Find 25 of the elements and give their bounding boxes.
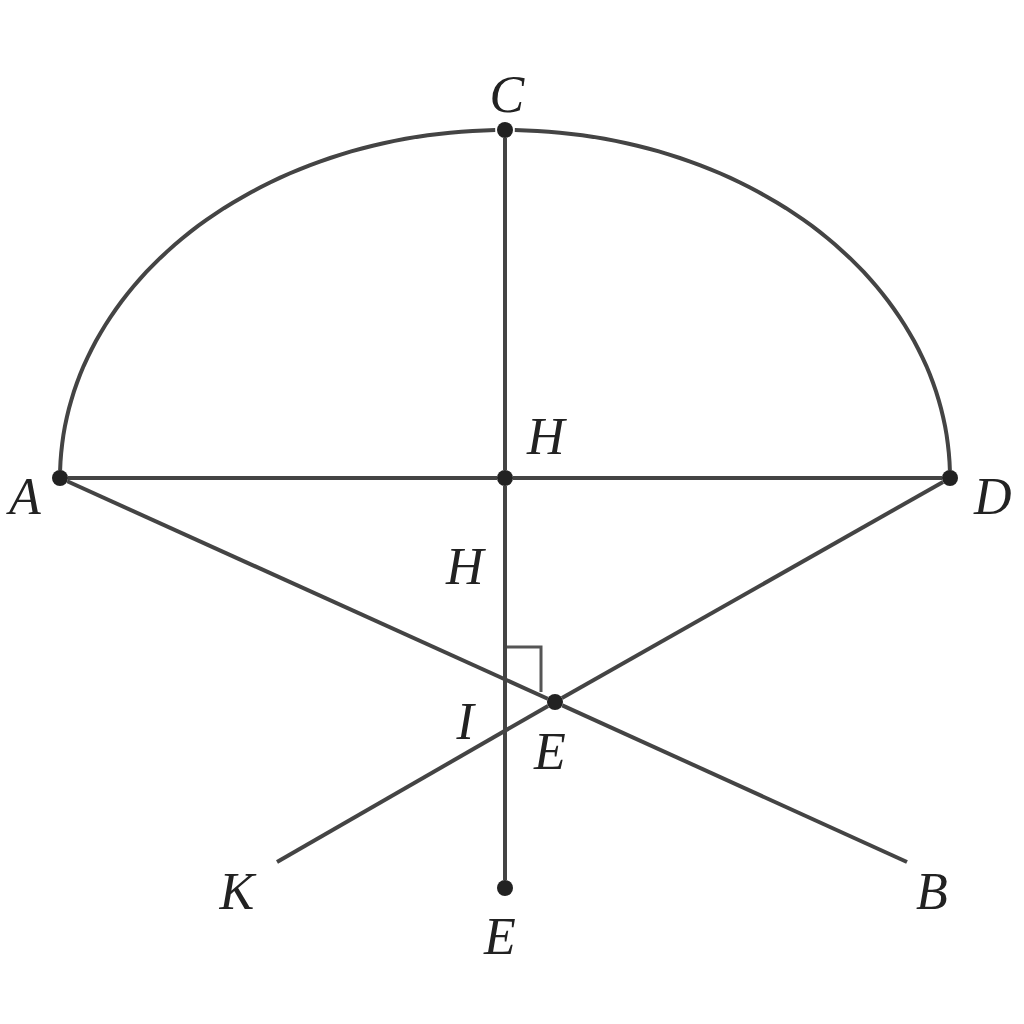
point-label: D	[974, 471, 1012, 523]
point-dot	[547, 694, 563, 710]
line-segment	[68, 476, 497, 480]
line-segment	[560, 480, 945, 700]
line-segment	[513, 476, 942, 480]
point-label: H	[527, 411, 565, 463]
point-dot	[497, 880, 513, 896]
point-label: H	[446, 541, 484, 593]
point-dot	[942, 470, 958, 486]
point-dot	[497, 122, 513, 138]
point-dot	[497, 470, 513, 486]
point-label: K	[219, 866, 255, 918]
line-segment	[66, 479, 549, 701]
point-label: I	[456, 696, 474, 748]
point-dot	[52, 470, 68, 486]
arc-line	[58, 128, 496, 471]
point-label: E	[484, 911, 516, 963]
line-segment	[503, 138, 507, 470]
point-label: E	[534, 726, 566, 778]
line-segment	[276, 704, 550, 864]
arc-line	[514, 128, 952, 471]
point-label: C	[489, 69, 525, 121]
line-segment	[561, 703, 908, 864]
point-label: B	[916, 866, 948, 918]
line-segment	[503, 486, 507, 880]
